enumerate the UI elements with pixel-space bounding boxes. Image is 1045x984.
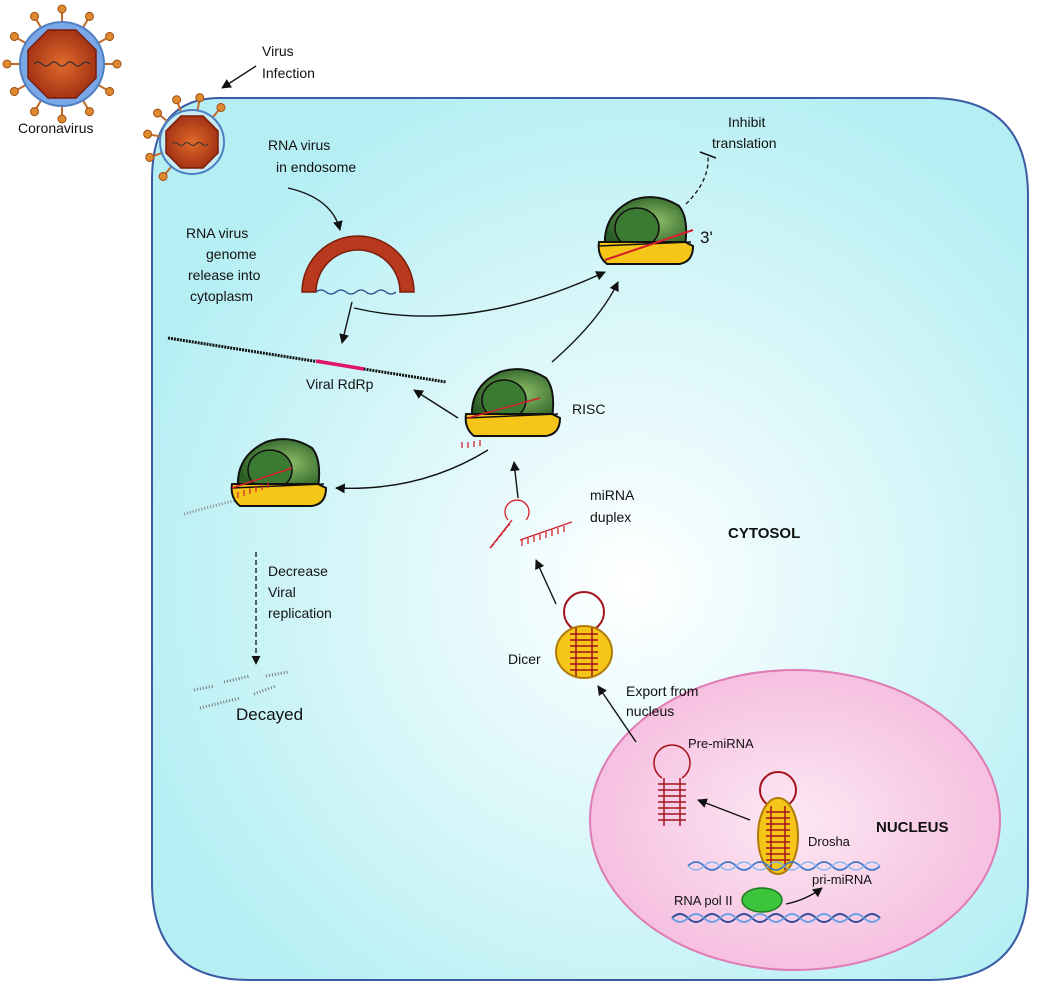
rna-pol-ii <box>741 887 783 913</box>
dicer-complex <box>555 591 613 679</box>
risc-cleavage <box>230 438 327 507</box>
endosome-release-arrow <box>287 187 343 231</box>
mirna-duplex-label-1: miRNA <box>590 487 635 503</box>
virus-in-endosome <box>142 92 228 184</box>
inhibit-translation-label-1: Inhibit <box>728 114 765 130</box>
viral-rna-genome <box>315 289 397 295</box>
pre-mirna-hairpin <box>653 744 691 826</box>
inhibit-bar <box>699 151 717 159</box>
decayed-rna-fragments <box>193 670 289 710</box>
risc-complex-center <box>461 368 561 448</box>
export-label-2: nucleus <box>626 703 674 719</box>
genome-release-label-1: RNA virus <box>186 225 248 241</box>
decrease-replication-label-2: Viral <box>268 584 296 600</box>
three-prime-label: 3' <box>700 228 713 247</box>
decayed-label: Decayed <box>236 705 303 724</box>
risc-translation-block <box>597 196 694 265</box>
viral-rdrp-label: Viral RdRp <box>306 376 374 392</box>
dna-strand-2 <box>671 913 881 923</box>
decrease-replication-label-1: Decrease <box>268 563 328 579</box>
viral-rna-strand <box>167 336 447 384</box>
pri-mirna-label: pri-miRNA <box>812 872 872 887</box>
viral-capsid-arc <box>301 235 415 293</box>
risc-to-rdrp-arrow <box>413 389 459 419</box>
export-arrow <box>597 685 637 743</box>
genome-release-label-3: release into <box>188 267 261 283</box>
duplex-to-risc-arrow <box>510 461 520 499</box>
inhibit-translation-arrow <box>685 155 709 205</box>
mirna-duplex-label-2: duplex <box>590 509 631 525</box>
rna-virus-endosome-label-2: in endosome <box>276 159 356 175</box>
genome-to-risc-target-arrow <box>353 271 606 317</box>
coronavirus-label: Coronavirus <box>18 120 93 136</box>
risc-label: RISC <box>572 401 605 417</box>
genome-to-rna-arrow <box>339 301 353 344</box>
genome-release-label-4: cytoplasm <box>190 288 253 304</box>
dicer-label: Dicer <box>508 651 541 667</box>
transcription-arrow <box>785 887 823 905</box>
risc-to-translation-arrow <box>551 281 619 363</box>
risc-to-cleavage-arrow <box>335 449 489 494</box>
dna-strand-1 <box>671 913 881 923</box>
nucleus-label: NUCLEUS <box>876 819 949 836</box>
virus-infection-label-2: Infection <box>262 65 315 81</box>
pri-mirna-transcript-strand-2 <box>687 861 881 871</box>
pre-mirna-label: Pre-miRNA <box>688 736 754 751</box>
export-label-1: Export from <box>626 683 698 699</box>
coronavirus-particle <box>2 4 122 124</box>
drosha-to-premirna-arrow <box>697 798 751 821</box>
inhibit-translation-label-2: translation <box>712 135 777 151</box>
virus-infection-label-1: Virus <box>262 43 294 59</box>
rna-pol-ii-label: RNA pol II <box>674 893 733 908</box>
mirna-target-site <box>315 359 365 371</box>
decrease-replication-label-3: replication <box>268 605 332 621</box>
rna-virus-endosome-label-1: RNA virus <box>268 137 330 153</box>
cytosol-label: CYTOSOL <box>728 525 800 542</box>
mirna-duplex <box>489 499 573 549</box>
drosha-label: Drosha <box>808 834 851 849</box>
genome-release-label-2: genome <box>206 246 257 262</box>
dicer-to-duplex-arrow <box>535 559 557 605</box>
drosha-complex <box>757 771 799 875</box>
infection-arrow <box>221 65 257 89</box>
